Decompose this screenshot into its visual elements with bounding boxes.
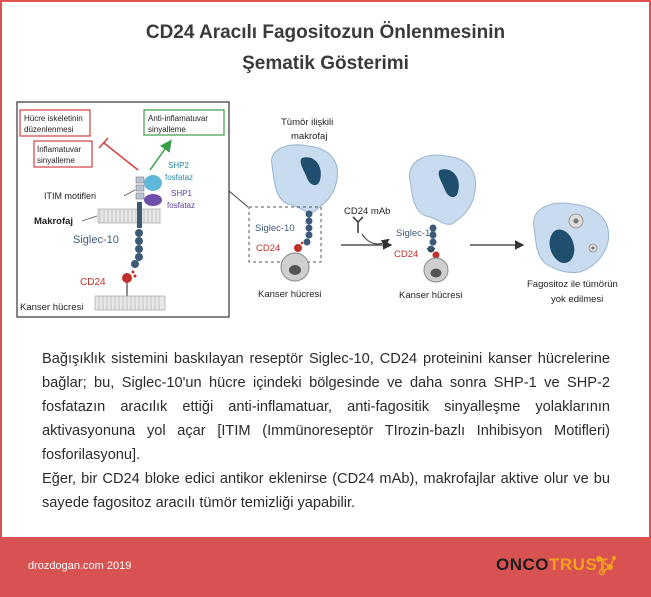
stage3-phagocytosis: Fagositoz ile tümörün yok edilmesi [527, 202, 618, 305]
shp2-phosphatase [144, 175, 162, 191]
mechanism-inset: Hücre iskeletinin düzenlenmesi İnflamatu… [16, 101, 230, 318]
anti-inflammatory-box [143, 109, 225, 136]
anti-inflammatory-label-1: Anti-inflamatuvar [148, 114, 208, 123]
description: Bağışıklık sistemini baskılayan reseptör… [42, 347, 610, 515]
stage1-macrophage-cell [271, 144, 338, 213]
inset-siglec-label: Siglec-10 [73, 234, 119, 246]
logo-part2: TRUST [549, 555, 609, 574]
stage1-blocked: Tümör ilişkili makrofaj Siglec-10 CD24 K… [248, 117, 338, 300]
stage3-label-2: yok edilmesi [551, 294, 603, 305]
shp1-phosphatase [144, 194, 162, 206]
description-paragraph-2: Eğer, bir CD24 bloke edici antikor eklen… [42, 471, 610, 511]
stage1-nucleus [300, 157, 321, 186]
inflammatory-label-1: İnflamatuvar [37, 145, 81, 154]
inset-cancer-label: Kanser hücresi [20, 302, 83, 313]
page-title-line1: CD24 Aracılı Fagositozun Önlenmesinin [145, 22, 506, 43]
inflammatory-box [33, 140, 93, 168]
shp1-label-2: fosfataz [167, 201, 195, 210]
molecule-icon [596, 556, 616, 576]
itim-label: ITIM motifleri [44, 191, 96, 201]
shp1-label-1: SHP1 [171, 189, 192, 198]
stage1-macrophage-label-2: makrofaj [291, 131, 327, 142]
cancer-membrane [94, 295, 166, 311]
stage1-cd24-label: CD24 [256, 243, 280, 254]
shp2-label-2: fosfataz [165, 173, 193, 182]
description-paragraph-1: Bağışıklık sistemini baskılayan reseptör… [42, 351, 610, 463]
macrophage-membrane [97, 208, 161, 224]
shp2-label-1: SHP2 [168, 161, 189, 170]
page-title-line2: Şematik Gösterimi [242, 53, 409, 74]
inflammatory-label-2: sinyalleme [37, 156, 75, 165]
antibody-label: CD24 mAb [344, 206, 390, 217]
stage3-label-1: Fagositoz ile tümörün [527, 279, 618, 290]
footer-url[interactable]: drozdogan.com 2019 [28, 560, 132, 572]
stage2-cd24-label: CD24 [394, 249, 418, 260]
logo-part1: ONCO [496, 555, 549, 574]
stage1-cancer-label: Kanser hücresi [258, 289, 321, 300]
anti-inflammatory-label-2: sinyalleme [148, 125, 186, 134]
stage2-nucleus [438, 169, 459, 198]
stage3-nucleus [549, 229, 575, 264]
inset-macrophage-label: Makrofaj [34, 216, 73, 227]
inset-cd24-label: CD24 [80, 277, 106, 288]
stage1-siglec-label: Siglec-10 [255, 223, 295, 234]
stage2-antibody-bound: Siglec-10 CD24 Kanser hücresi [394, 154, 476, 301]
cytoskeleton-label-1: Hücre iskeletinin [24, 114, 83, 123]
inset-cd24 [122, 270, 137, 296]
cytoskeleton-label-2: düzenlenmesi [24, 125, 74, 134]
stage2-cancer-label: Kanser hücresi [399, 290, 462, 301]
footer-bar: drozdogan.com 2019 ONCOTRUST [0, 537, 651, 597]
schematic-diagram: Hücre iskeletinin düzenlenmesi İnflamatu… [16, 101, 618, 318]
cytoskeleton-box [19, 109, 91, 137]
cd24-antibody: CD24 mAb [344, 206, 390, 247]
oncotrust-logo[interactable]: ONCOTRUST [496, 555, 616, 576]
stage2-macrophage-cell [409, 154, 476, 225]
inset-siglec10 [131, 202, 143, 268]
stage2-siglec-label: Siglec-10 [396, 228, 436, 239]
stage1-macrophage-label-1: Tümör ilişkili [281, 117, 333, 128]
